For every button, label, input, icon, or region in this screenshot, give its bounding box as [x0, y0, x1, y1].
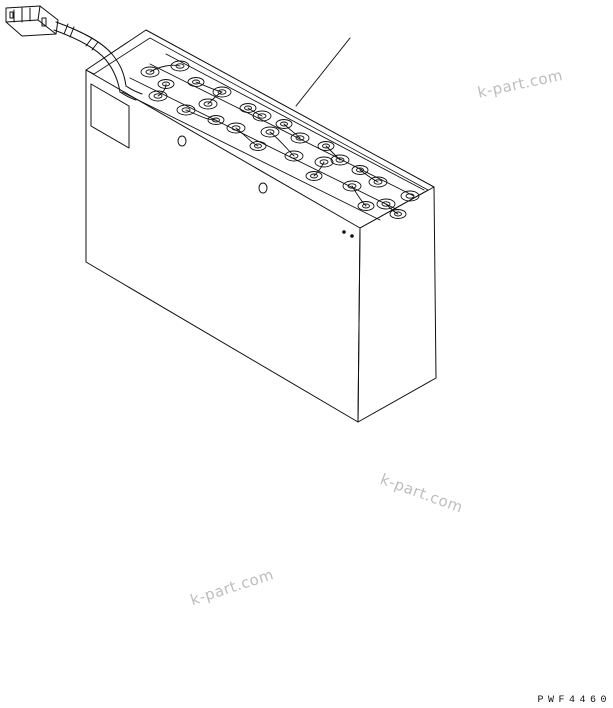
case-label-plate [90, 83, 130, 149]
case-hole-right [258, 182, 268, 194]
battery-case [85, 29, 437, 423]
connector-cable [5, 5, 143, 101]
connector-plug [5, 5, 59, 37]
case-hole-left [177, 135, 187, 147]
cell-tops [121, 53, 425, 221]
drawing-code: PWF4460 [537, 695, 611, 706]
case-top-rim [85, 29, 435, 188]
leader-line [295, 37, 351, 107]
